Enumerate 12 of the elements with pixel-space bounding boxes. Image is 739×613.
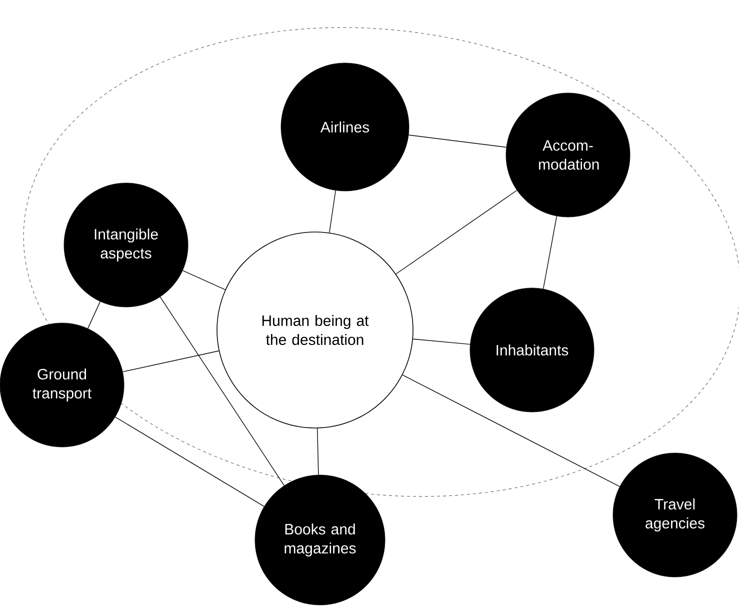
connector-line <box>114 416 264 507</box>
connector-line <box>408 134 507 148</box>
connector-line <box>329 190 336 233</box>
connector-line <box>542 216 558 290</box>
connector-line <box>396 190 518 274</box>
connector-line <box>412 338 470 345</box>
connector-line <box>317 428 319 476</box>
connector-line <box>160 296 285 486</box>
connector-line <box>122 350 220 372</box>
connector-line <box>88 301 100 329</box>
connector-line <box>402 374 620 487</box>
connector-line <box>182 270 226 290</box>
